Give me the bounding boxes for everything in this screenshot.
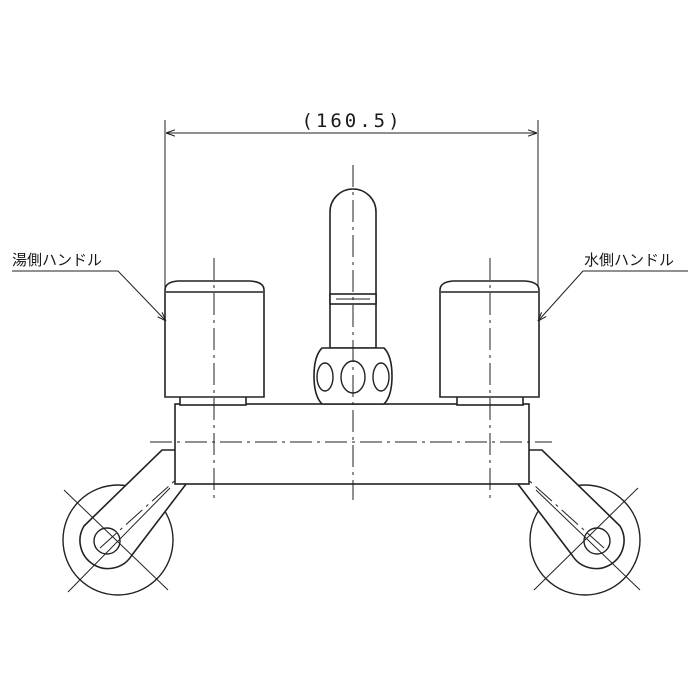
spout-nut-flat-right bbox=[372, 362, 390, 392]
left-flange-outer bbox=[62, 484, 174, 596]
right-flange-centerline-a bbox=[535, 489, 641, 591]
spout bbox=[313, 188, 393, 405]
cold-handle-callout: 水側ハンドル bbox=[538, 251, 688, 321]
cold-handle-label: 水側ハンドル bbox=[584, 251, 674, 269]
spout-nut-flat-left bbox=[316, 362, 334, 392]
spout-tube bbox=[329, 188, 377, 349]
left-flange-centerline-b bbox=[67, 487, 171, 593]
right-flange-centerline-b bbox=[533, 487, 639, 591]
hot-handle-leader bbox=[117, 270, 166, 321]
faucet-body bbox=[174, 403, 530, 485]
left-flange-centerline-a bbox=[63, 489, 169, 591]
dimension-160-5: (160.5) bbox=[164, 110, 539, 290]
hot-handle-label: 湯側ハンドル bbox=[12, 251, 102, 269]
dimension-value: (160.5) bbox=[301, 110, 402, 132]
cold-handle-leader bbox=[538, 270, 584, 321]
left-pipe-bore bbox=[93, 527, 121, 555]
hot-handle-callout: 湯側ハンドル bbox=[12, 251, 166, 321]
right-flange-outer bbox=[529, 484, 641, 596]
